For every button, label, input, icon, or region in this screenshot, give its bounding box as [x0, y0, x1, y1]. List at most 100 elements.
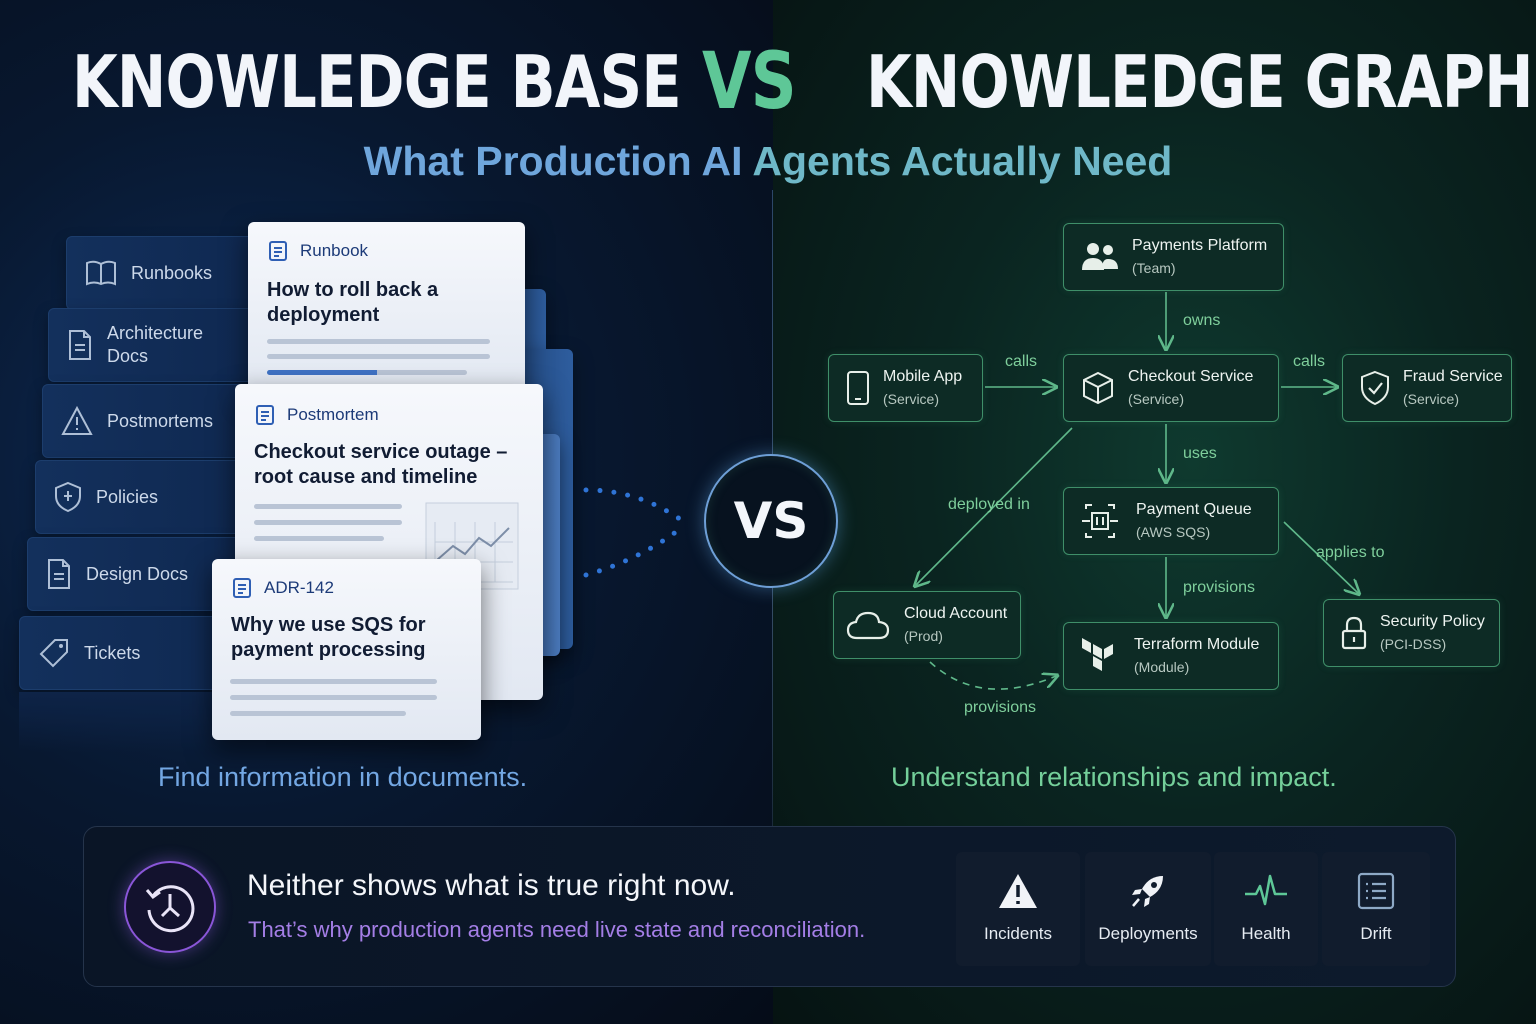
tab-label: Runbooks	[131, 262, 213, 283]
text-line	[254, 504, 402, 509]
cube-icon	[1083, 371, 1113, 405]
edge-provisions-cloud	[929, 661, 1056, 690]
tab-label: Design Docs	[86, 563, 189, 584]
lock-icon	[1341, 616, 1367, 650]
node-type: (Service)	[1403, 391, 1460, 407]
node-type: (Service)	[1128, 391, 1185, 407]
tab-label: Policies	[96, 486, 159, 507]
tab-policies[interactable]: Policies	[35, 460, 266, 534]
node-name: Payments Platform	[1132, 237, 1268, 254]
tag-icon	[39, 639, 68, 668]
card-kind-label: ADR-142	[264, 578, 334, 597]
shield-check-icon	[1361, 370, 1389, 406]
knowledge-base-caption: Find information in documents.	[158, 762, 528, 792]
title-vs: VS	[702, 37, 797, 127]
dotted-connectors	[583, 487, 687, 578]
edge-label-calls: calls	[1005, 353, 1038, 370]
alert-icon	[999, 874, 1037, 908]
edge-label-applies-to: applies to	[1316, 544, 1385, 561]
card-kind: Runbook	[268, 240, 368, 262]
tab-runbooks[interactable]: Runbooks	[66, 236, 266, 310]
phone-icon	[847, 371, 869, 405]
node-name: Cloud Account	[904, 605, 1008, 622]
tab-label: Tickets	[84, 642, 141, 663]
card-kind: ADR-142	[232, 577, 334, 599]
signal-label: Drift	[1360, 924, 1392, 943]
heartbeat-icon	[1245, 874, 1287, 906]
terraform-icon	[1082, 638, 1113, 671]
node-mobile-app[interactable]: Mobile App (Service)	[828, 354, 983, 422]
team-icon	[1082, 243, 1118, 270]
node-name: Mobile App	[883, 368, 963, 385]
node-type: (Prod)	[904, 628, 943, 644]
node-fraud-service[interactable]: Fraud Service(Service)	[1342, 354, 1512, 422]
signal-health[interactable]: Health	[1214, 852, 1318, 966]
card-heading: How to roll back a deployment	[267, 279, 439, 326]
history-clock-icon	[124, 861, 216, 953]
card-kind-label: Runbook	[300, 241, 369, 260]
live-state-headline: Neither shows what is true right now.	[247, 869, 736, 902]
document-list-icon	[256, 405, 274, 425]
document-list-icon	[233, 578, 251, 598]
node-name: Payment Queue	[1136, 501, 1252, 518]
progress-line	[267, 370, 467, 375]
signal-label: Health	[1241, 924, 1291, 943]
node-type: (PCI-DSS)	[1380, 636, 1447, 652]
signal-deployments[interactable]: Deployments	[1085, 852, 1211, 966]
text-line	[254, 520, 402, 525]
node-type: (Module)	[1134, 659, 1190, 675]
edge-label-calls: calls	[1293, 353, 1326, 370]
node-name: Terraform Module	[1134, 636, 1260, 653]
card-kind-label: Postmortem	[287, 405, 379, 424]
node-payment-queue[interactable]: Payment Queue (AWS SQS)	[1063, 487, 1279, 555]
node-cloud-account[interactable]: Cloud Account (Prod)	[833, 591, 1021, 659]
text-line	[230, 695, 437, 700]
subtitle-part-1: What Production AI	[363, 138, 753, 184]
document-icon	[48, 559, 70, 589]
edge-deployed-in	[916, 427, 1073, 585]
signal-label: Deployments	[1098, 924, 1198, 943]
queue-icon	[1082, 504, 1118, 538]
edge-label-owns: owns	[1183, 312, 1221, 329]
adr-card[interactable]: ADR-142 Why we use SQS for payment proce…	[212, 559, 481, 740]
document-list-icon	[269, 241, 287, 261]
vs-badge: VS	[704, 454, 838, 588]
node-terraform-module[interactable]: Terraform Module (Module)	[1063, 622, 1279, 690]
signal-incidents[interactable]: Incidents	[956, 852, 1080, 966]
runbook-card[interactable]: Runbook How to roll back a deployment	[248, 222, 525, 392]
card-kind: Postmortem	[255, 404, 379, 426]
document-icon	[69, 330, 91, 360]
node-name: Security Policy	[1380, 613, 1485, 630]
node-payments-platform[interactable]: Payments Platform (Team)	[1063, 223, 1284, 291]
signal-drift[interactable]: Drift	[1322, 852, 1430, 966]
subtitle: What Production AI Agents Actually Need	[0, 138, 1536, 185]
node-checkout-service[interactable]: Checkout Service (Service)	[1063, 354, 1279, 422]
node-type: (AWS SQS)	[1136, 524, 1211, 540]
text-line	[254, 536, 384, 541]
text-line	[267, 354, 490, 359]
warning-icon	[61, 406, 93, 435]
subtitle-part-2: Agents Actually Need	[752, 138, 1173, 184]
tab-architecture-docs[interactable]: Architecture Docs	[48, 308, 266, 382]
live-state-subline: That’s why production agents need live s…	[248, 917, 866, 942]
book-icon	[86, 260, 116, 286]
card-heading: Why we use SQS for payment processing	[231, 614, 426, 661]
edge-label-deployed-in: deployed in	[948, 496, 1030, 513]
tab-label: Postmortems	[107, 410, 214, 431]
title-knowledge-graph: KNOWLEDGE GRAPH	[866, 40, 1534, 124]
node-security-policy[interactable]: Security Policy (PCI-DSS)	[1323, 599, 1500, 667]
node-type: (Team)	[1132, 260, 1176, 276]
edge-label-provisions: provisions	[964, 699, 1037, 716]
signal-label: Incidents	[983, 924, 1053, 943]
live-state-panel: Neither shows what is true right now. Th…	[83, 826, 1456, 987]
card-heading: Checkout service outage – root cause and…	[254, 441, 508, 488]
node-type: (Service)	[883, 391, 940, 407]
tab-label: Architecture Docs	[107, 323, 204, 366]
edge-label-provisions: provisions	[1183, 579, 1256, 596]
tab-postmortems[interactable]: Postmortems	[42, 384, 266, 458]
text-line	[230, 711, 406, 716]
title-row: KNOWLEDGE BASE VS KNOWLEDGE GRAPH	[0, 37, 1536, 140]
shield-icon	[55, 481, 81, 513]
edge-applies-to	[1283, 521, 1358, 593]
node-name: Checkout Service	[1128, 368, 1254, 385]
